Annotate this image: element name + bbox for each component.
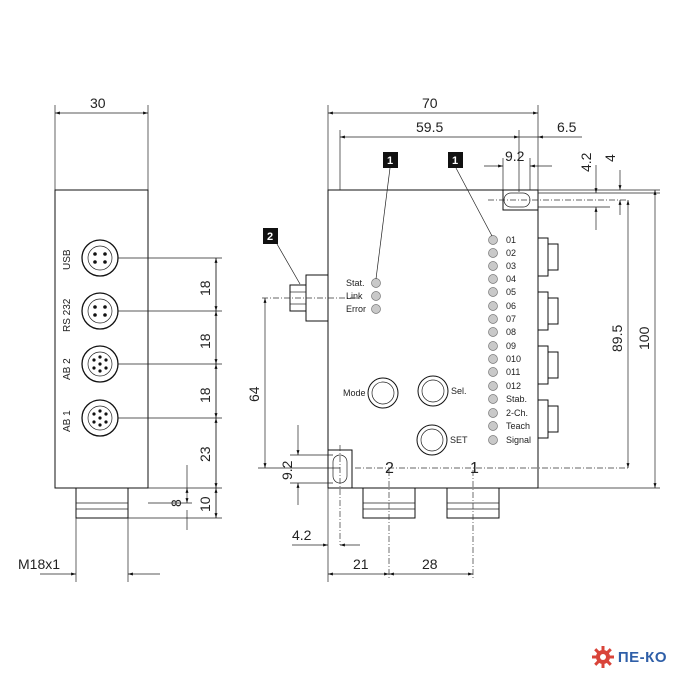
channel-led-label: 02 [506, 248, 516, 258]
connector-usb [81, 239, 119, 277]
channel-led-label: Signal [506, 435, 531, 445]
dim-21: 21 [353, 556, 369, 572]
gear-icon [591, 646, 614, 668]
channel-led-label: 07 [506, 314, 516, 324]
dim-9-2-top: 9.2 [505, 148, 525, 164]
sel-button-label: Sel. [451, 386, 467, 396]
channel-led-label: 01 [506, 235, 516, 245]
dim-6-5: 6.5 [557, 119, 577, 135]
connector-ab2 [81, 345, 119, 383]
output-1-label: 1 [470, 460, 479, 477]
right-plug-3 [537, 345, 559, 385]
status-led-label: Error [346, 304, 366, 314]
channel-led-2ch: 2-Ch. [488, 408, 528, 418]
callout-1-channels-label: 1 [452, 155, 458, 167]
side-view: USB RS 232 AB 2 AB 1 18 18 18 23 10 8 30 [18, 95, 222, 582]
channel-led-stab: Stab. [488, 394, 527, 404]
set-button[interactable]: SET [416, 424, 468, 456]
callout-2-plug-label: 2 [267, 231, 273, 243]
dim-height-10: 10 [197, 496, 213, 512]
dim-side-width: 30 [90, 95, 106, 111]
channel-led-01: 01 [488, 235, 516, 245]
connector-label-ab2: AB 2 [62, 358, 73, 380]
channel-led-label: 06 [506, 301, 516, 311]
channel-led-08: 08 [488, 327, 516, 337]
dim-89-5: 89.5 [609, 325, 625, 352]
front-view: 2 1 Stat. Link Error 01 02 03 04 05 06 0… [246, 95, 660, 582]
channel-led-label: 2-Ch. [506, 408, 528, 418]
channel-led-label: 08 [506, 327, 516, 337]
set-button-label: SET [450, 435, 468, 445]
callout-2-plug: 2 [263, 228, 301, 285]
channel-led-04: 04 [488, 274, 516, 284]
dim-4-2-top: 4.2 [578, 152, 594, 172]
right-plug-2 [537, 291, 559, 331]
channel-led-label: 03 [506, 261, 516, 271]
channel-led-06: 06 [488, 301, 516, 311]
side-housing [54, 189, 149, 489]
dim-pitch-18-c: 18 [197, 387, 213, 403]
connector-ab1 [81, 399, 119, 437]
callout-1-status: 1 [375, 152, 398, 280]
front-housing [327, 189, 539, 489]
sel-button[interactable]: Sel. [417, 375, 467, 407]
callout-1-status-label: 1 [387, 155, 393, 167]
dim-4-2-bottom: 4.2 [292, 527, 312, 543]
channel-led-teach: Teach [488, 421, 530, 431]
right-plug-1 [537, 237, 559, 277]
mode-button[interactable]: Mode [343, 377, 399, 409]
channel-led-label: 09 [506, 341, 516, 351]
dim-28: 28 [422, 556, 438, 572]
dim-59-5: 59.5 [416, 119, 443, 135]
status-led-label: Stat. [346, 278, 365, 288]
channel-led-010: 010 [488, 354, 521, 364]
channel-led-05: 05 [488, 287, 516, 297]
channel-led-07: 07 [488, 314, 516, 324]
logo-text: ПЕ-КО [617, 648, 667, 666]
channel-led-label: 012 [506, 381, 521, 391]
channel-led-011: 011 [488, 367, 520, 377]
channel-led-label: 04 [506, 274, 516, 284]
dim-height-8: 8 [168, 499, 184, 507]
connector-label-ab1: AB 1 [62, 410, 73, 432]
dim-pitch-18-b: 18 [197, 333, 213, 349]
dim-pitch-18-a: 18 [197, 280, 213, 296]
callout-1-channels: 1 [448, 152, 493, 237]
status-led-link: Link [346, 291, 381, 301]
channel-led-label: Teach [506, 421, 530, 431]
status-led-label: Link [346, 291, 363, 301]
status-led-error: Error [346, 304, 381, 314]
right-plug-4 [537, 399, 559, 439]
dim-64: 64 [246, 386, 262, 402]
dim-thread: M18x1 [18, 556, 60, 572]
connector-label-usb: USB [62, 249, 73, 270]
channel-led-label: 010 [506, 354, 521, 364]
mode-button-label: Mode [343, 388, 366, 398]
dim-100: 100 [636, 326, 652, 350]
channel-led-02: 02 [488, 248, 516, 258]
connector-label-rs232: RS 232 [62, 298, 73, 332]
company-logo: ПЕ-КО [591, 645, 667, 669]
channel-led-signal: Signal [488, 435, 531, 445]
channel-led-09: 09 [488, 341, 516, 351]
dim-4: 4 [602, 154, 618, 162]
dim-9-2-left: 9.2 [279, 460, 295, 480]
channel-led-label: 011 [506, 367, 520, 377]
dim-height-23: 23 [197, 446, 213, 462]
channel-led-label: Stab. [506, 394, 527, 404]
status-led-stat: Stat. [346, 278, 381, 288]
output-2-label: 2 [385, 460, 394, 477]
channel-led-label: 05 [506, 287, 516, 297]
connector-rs232 [81, 292, 119, 330]
dim-front-width: 70 [422, 95, 438, 111]
channel-led-03: 03 [488, 261, 516, 271]
channel-led-012: 012 [488, 381, 521, 391]
